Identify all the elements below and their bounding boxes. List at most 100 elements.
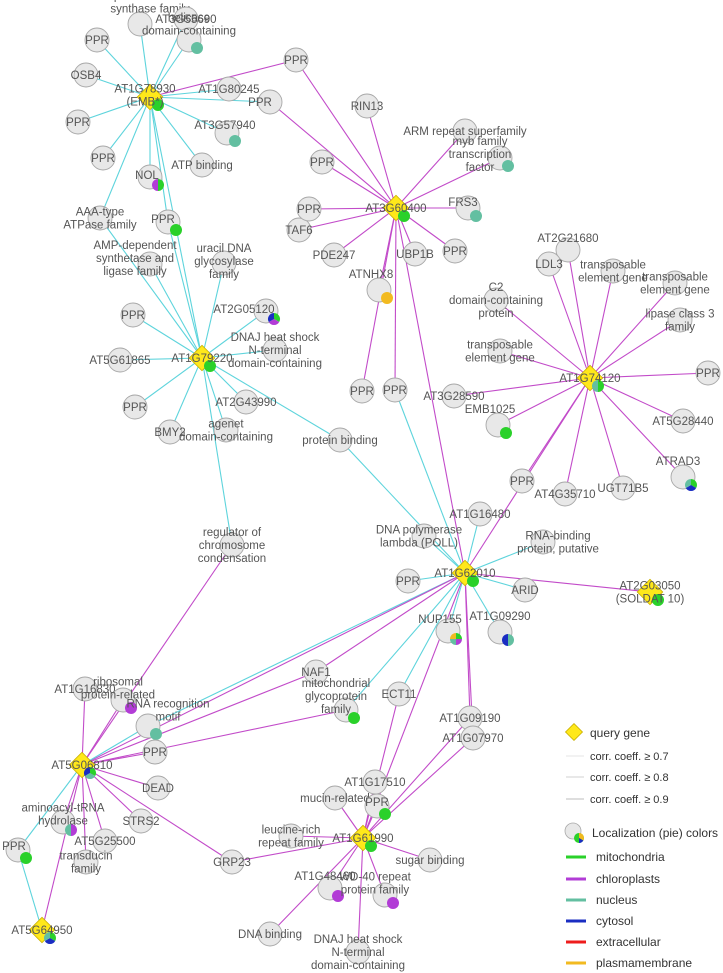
node-pseudo[interactable]: pseudouridinesynthase family xyxy=(110,0,190,37)
edge-at1g74120-at2g21680 xyxy=(567,249,591,379)
node-label-pde247: PDE247 xyxy=(313,250,356,262)
node-at1g79220[interactable]: AT1G79220 xyxy=(171,344,233,372)
node-ppr8[interactable]: PPR xyxy=(442,238,468,264)
node-ugt71b5[interactable]: UGT71B5 xyxy=(597,475,649,501)
node-at1g09190[interactable]: AT1G09190 xyxy=(439,705,501,731)
node-at1g16480[interactable]: AT1G16480 xyxy=(449,501,511,527)
node-atrad3[interactable]: ATRAD3 xyxy=(656,456,701,492)
node-nol[interactable]: NOL xyxy=(135,164,164,191)
node-ppr11[interactable]: PPR xyxy=(122,394,148,420)
node-at5g25500[interactable]: AT5G25500 xyxy=(74,828,136,854)
node-at2g05120[interactable]: AT2G05120 xyxy=(213,298,281,326)
node-ect11[interactable]: ECT11 xyxy=(382,681,417,707)
node-ppr12[interactable]: PPR xyxy=(349,378,375,404)
node-at4g35710[interactable]: AT4G35710 xyxy=(534,481,596,507)
node-at3g57940[interactable]: AT3G57940 xyxy=(194,120,256,147)
node-ppr13[interactable]: PPR xyxy=(382,377,408,403)
node-mucin[interactable]: mucin-related xyxy=(300,785,370,811)
node-ppr14[interactable]: PPR xyxy=(695,360,721,386)
node-ppr5[interactable]: PPR xyxy=(90,145,116,171)
node-osb4[interactable]: OSB4 xyxy=(71,62,102,88)
node-strs2[interactable]: STRS2 xyxy=(122,808,160,834)
node-at5g61865[interactable]: AT5G61865 xyxy=(89,347,151,373)
node-at1g62010[interactable]: AT1G62010 xyxy=(434,559,496,587)
node-ppr4[interactable]: PPR xyxy=(65,109,91,135)
node-at5g06810[interactable]: AT5G06810 xyxy=(51,751,113,780)
node-at3g28590[interactable]: AT3G28590 xyxy=(423,383,485,409)
node-atnhx8[interactable]: ATNHX8 xyxy=(349,269,394,304)
node-ppr17[interactable]: PPR xyxy=(142,739,168,765)
node-arm[interactable]: ARM repeat superfamily xyxy=(403,118,527,144)
node-bmy2[interactable]: BMY2 xyxy=(154,419,186,445)
node-at1g09290[interactable]: AT1G09290 xyxy=(469,611,531,646)
node-at1g74120[interactable]: AT1G74120 xyxy=(559,364,621,392)
node-nup155[interactable]: NUP155 xyxy=(418,614,462,645)
node-ppr15[interactable]: PPR xyxy=(509,468,535,494)
node-rin13[interactable]: RIN13 xyxy=(351,93,384,119)
node-pde247[interactable]: PDE247 xyxy=(313,242,356,268)
node-ppr19[interactable]: PPR xyxy=(364,793,391,820)
node-frs3[interactable]: FRS3 xyxy=(448,195,482,222)
node-ppr1[interactable]: PPR xyxy=(84,27,110,53)
node-emb[interactable]: AT1G78930(EMB*) xyxy=(114,84,176,112)
node-at1g80245[interactable]: AT1G80245 xyxy=(198,76,260,102)
node-grp23[interactable]: GRP23 xyxy=(213,849,251,875)
node-sugar[interactable]: sugar binding xyxy=(395,847,465,873)
node-at2g21680[interactable]: AT2G21680 xyxy=(537,233,599,263)
node-protbind[interactable]: protein binding xyxy=(302,427,378,453)
node-naf1[interactable]: NAF1 xyxy=(301,659,331,685)
node-at3g60400[interactable]: AT3G60400 xyxy=(365,194,427,222)
node-at1g16830[interactable]: AT1G16830 xyxy=(54,676,116,702)
node-label-ppr15: PPR xyxy=(510,476,534,488)
node-at3g55690[interactable]: AT3G55690 xyxy=(155,6,217,32)
node-dnabind[interactable]: DNA binding xyxy=(238,921,302,947)
node-ppr16[interactable]: PPR xyxy=(395,568,421,594)
node-ppr6[interactable]: PPR xyxy=(151,209,182,236)
node-ppr7[interactable]: PPR xyxy=(309,149,335,175)
node-at1g07970[interactable]: AT1G07970 xyxy=(442,725,504,751)
node-ppr2[interactable]: PPR xyxy=(283,47,309,73)
node-ppr18[interactable]: PPR xyxy=(2,837,32,864)
node-at1g17510[interactable]: AT1G17510 xyxy=(344,769,406,795)
node-arid[interactable]: ARID xyxy=(511,577,539,603)
node-ppr9[interactable]: PPR xyxy=(296,196,322,222)
node-ldl3[interactable]: LDL3 xyxy=(535,251,563,277)
node-dead[interactable]: DEAD xyxy=(142,775,174,801)
node-emb1025[interactable]: EMB1025 xyxy=(465,404,516,439)
node-ppr10[interactable]: PPR xyxy=(120,302,146,328)
node-atpbind[interactable]: ATP binding xyxy=(171,152,233,178)
node-soldat[interactable]: AT2G03050(SOLDAT 10) xyxy=(616,578,685,606)
node-at1g48460[interactable]: AT1G48460 xyxy=(294,871,356,902)
node-taf6[interactable]: TAF6 xyxy=(285,217,313,243)
node-ubp1b[interactable]: UBP1B xyxy=(396,241,434,267)
node-at2g43990[interactable]: AT2G43990 xyxy=(215,389,277,415)
node-at5g28440[interactable]: AT5G28440 xyxy=(652,408,714,434)
node-label-line: hydrolase xyxy=(38,816,88,828)
node-at1g61990[interactable]: AT1G61990 xyxy=(332,824,394,852)
node-at5g64950[interactable]: AT5G64950 xyxy=(11,916,73,945)
node-ppr3[interactable]: PPR xyxy=(248,89,283,115)
